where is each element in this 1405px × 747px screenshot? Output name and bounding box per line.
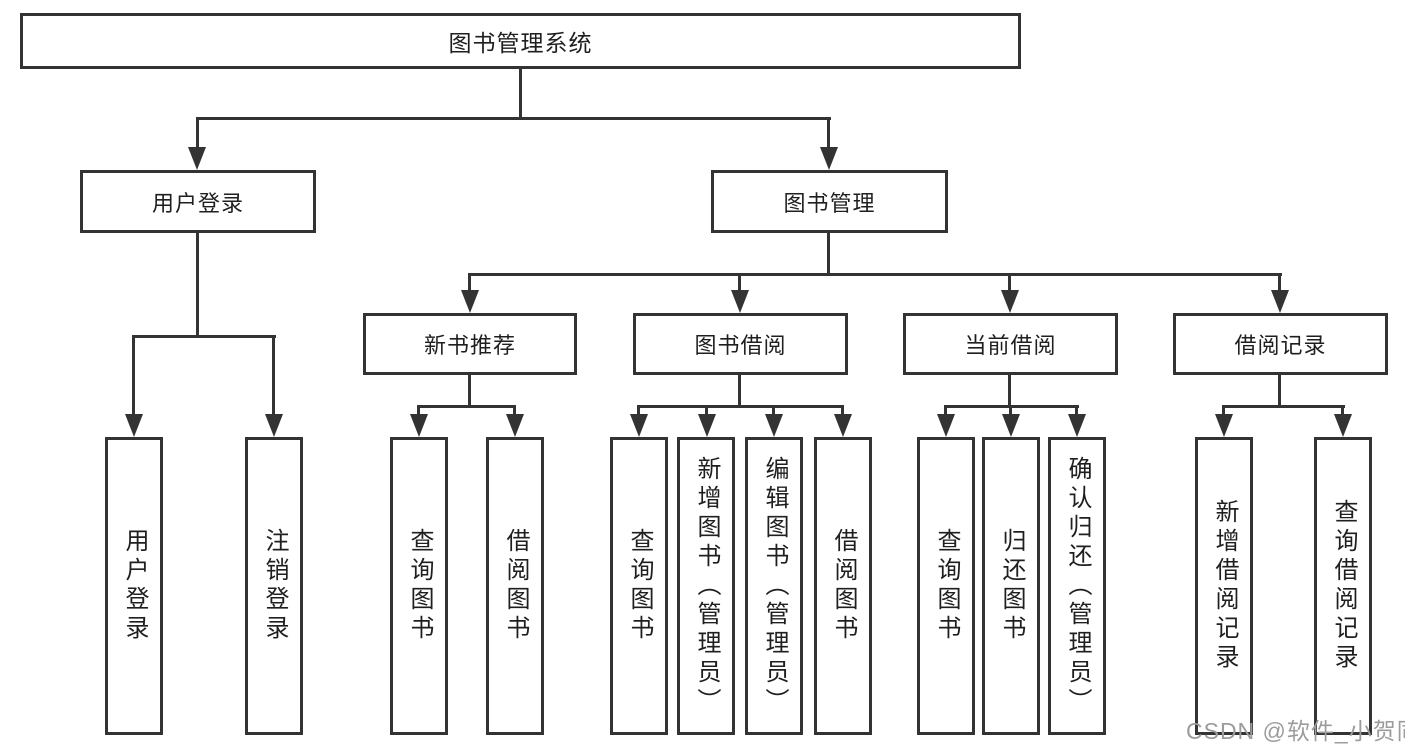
node-leaf-label: 借阅图书 [830,528,857,644]
arrow-down-icon [265,414,283,437]
connector-drop-leaf [132,335,135,416]
csdn-watermark: CSDN @软件_小贺同学 [1186,718,1405,744]
arrow-down-icon [937,414,955,437]
node-library-system: 图书管理系统 [20,13,1021,69]
node-leaf-label: 新增图书（管理员） [693,455,720,717]
node-leaf-logout: 注销登录 [245,437,303,735]
node-leaf-add-borrow-record: 新增借阅记录 [1195,437,1253,735]
node-leaf-label: 查询图书 [626,528,653,644]
connector-drop-current-borrow [1008,273,1011,293]
arrow-down-icon [1068,414,1086,437]
arrow-down-icon [765,414,783,437]
connector-new-book-stem [468,374,471,406]
arrow-down-icon [1271,290,1289,313]
node-leaf-edit-books-admin: 编辑图书（管理员） [745,437,803,735]
node-borrow-record: 借阅记录 [1173,313,1388,375]
connector-new-book-hline [417,405,516,408]
node-leaf-return-books: 归还图书 [982,437,1040,735]
connector-drop-leaf [1009,405,1012,416]
node-leaf-label: 新增借阅记录 [1211,499,1238,673]
node-leaf-label: 归还图书 [998,528,1025,644]
node-current-borrow-label: 当前借阅 [964,333,1057,358]
connector-drop-borrow-record [1278,273,1281,293]
connector-drop-leaf [417,405,420,416]
arrow-down-icon [834,414,852,437]
node-leaf-query-borrow-record: 查询借阅记录 [1314,437,1372,735]
arrow-down-icon [1334,414,1352,437]
node-leaf-label: 确认归还（管理员） [1064,455,1091,717]
node-leaf-confirm-return-admin: 确认归还（管理员） [1048,437,1106,735]
node-leaf-borrow-books: 借阅图书 [814,437,872,735]
connector-drop-book-borrow [738,273,741,293]
connector-root-hline [196,117,831,120]
connector-user-login-hline [133,335,276,338]
node-user-login: 用户登录 [80,170,316,233]
connector-borrow-record-stem [1278,374,1281,406]
connector-drop-new-book [468,273,471,293]
connector-book-mgmt-hline [468,273,1282,276]
connector-drop-leaf [272,335,275,416]
node-leaf-query-books-current: 查询图书 [917,437,975,735]
connector-book-mgmt-stem [827,232,830,276]
node-new-book-label: 新书推荐 [423,333,516,358]
arrow-down-icon [125,414,143,437]
node-leaf-label: 借阅图书 [502,528,529,644]
arrow-down-icon [1001,290,1019,313]
arrow-down-icon [630,414,648,437]
node-library-system-label: 图书管理系统 [448,30,593,56]
arrow-down-icon [410,414,428,437]
node-user-login-label: 用户登录 [151,190,244,216]
node-new-book: 新书推荐 [363,313,577,375]
node-leaf-add-books-admin: 新增图书（管理员） [677,437,735,735]
arrow-down-icon [698,414,716,437]
connector-root-stem [519,68,522,118]
node-current-borrow: 当前借阅 [903,313,1118,375]
node-leaf-label: 编辑图书（管理员） [761,455,788,717]
connector-drop-leaf [513,405,516,416]
connector-drop-leaf [1222,405,1225,416]
connector-drop-leaf [1075,405,1078,416]
arrow-down-icon [1002,414,1020,437]
node-book-mgmt-label: 图书管理 [783,190,876,216]
node-leaf-label: 查询图书 [406,528,433,644]
node-leaf-query-books-borrow: 查询图书 [610,437,668,735]
connector-book-borrow-stem [738,374,741,406]
connector-drop-user-login [196,117,199,149]
node-leaf-borrow-books-newbook: 借阅图书 [486,437,544,735]
connector-drop-book-mgmt [827,117,830,149]
node-leaf-label: 查询图书 [933,528,960,644]
arrow-down-icon [731,290,749,313]
node-leaf-label: 查询借阅记录 [1330,499,1357,673]
arrow-down-icon [188,147,206,170]
node-book-borrow: 图书借阅 [633,313,848,375]
connector-drop-leaf [841,405,844,416]
connector-book-borrow-hline [637,405,844,408]
node-book-borrow-label: 图书借阅 [694,333,787,358]
connector-drop-leaf [637,405,640,416]
connector-drop-leaf [944,405,947,416]
node-borrow-record-label: 借阅记录 [1234,333,1327,358]
node-leaf-label: 用户登录 [121,528,148,644]
connector-drop-leaf [1341,405,1344,416]
node-leaf-query-books-newbook: 查询图书 [390,437,448,735]
node-leaf-label: 注销登录 [261,528,288,644]
arrow-down-icon [461,290,479,313]
connector-user-login-stem [196,232,199,338]
arrow-down-icon [820,147,838,170]
connector-borrow-record-hline [1222,405,1345,408]
arrow-down-icon [506,414,524,437]
connector-current-borrow-stem [1008,374,1011,406]
node-leaf-user-login: 用户登录 [105,437,163,735]
node-book-mgmt: 图书管理 [711,170,948,233]
connector-drop-leaf [772,405,775,416]
connector-drop-leaf [705,405,708,416]
arrow-down-icon [1215,414,1233,437]
